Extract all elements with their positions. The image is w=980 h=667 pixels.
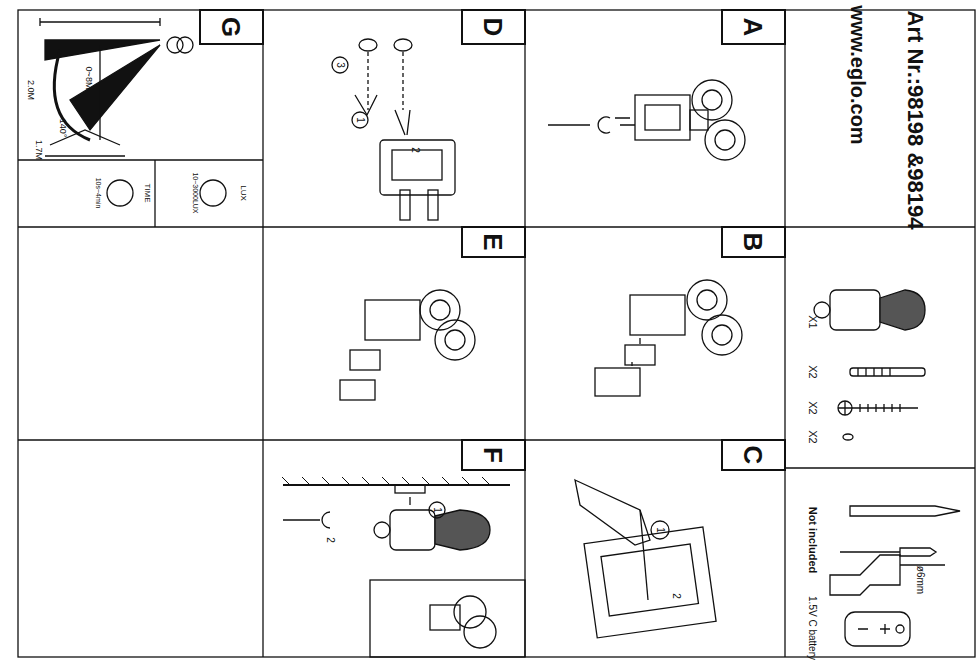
part-name: 1.5V C battery	[807, 596, 817, 660]
callout-number: 3	[335, 62, 345, 68]
website: www.eglo.com	[848, 5, 868, 144]
callout-number: 2	[325, 537, 335, 543]
step-letter: G	[218, 17, 244, 37]
step-letter: D	[480, 18, 506, 37]
setting-label: LUX	[239, 185, 247, 201]
dimension: 0~8M	[84, 67, 93, 90]
callout-number: 2	[671, 593, 681, 599]
quantity: X1	[807, 315, 818, 328]
quantity: X2	[807, 430, 818, 443]
callout-number: 2	[410, 147, 420, 153]
step-letter: C	[740, 446, 766, 465]
step-letter: A	[740, 18, 766, 37]
dimension: 2.0M	[26, 80, 35, 100]
setting-label: TIME	[143, 183, 151, 202]
dimension: 1.7M	[34, 140, 43, 160]
quantity: X2	[807, 365, 818, 378]
setting-range: 10~3000LUX	[192, 172, 199, 213]
callout-number: 1	[355, 117, 365, 123]
step-letter: F	[480, 447, 506, 463]
step-letter: B	[740, 233, 766, 252]
article-title: Art Nr.:98198 &98194	[904, 11, 926, 230]
dimension: ø6mm	[915, 566, 925, 594]
setting-range: 10s~4min	[95, 178, 102, 209]
callout-number: 1	[432, 507, 442, 513]
note: Not included	[807, 507, 818, 574]
callout-number: 1	[655, 527, 665, 533]
dimension: 140°	[58, 119, 67, 138]
step-letter: E	[480, 233, 506, 250]
quantity: X2	[807, 401, 818, 414]
